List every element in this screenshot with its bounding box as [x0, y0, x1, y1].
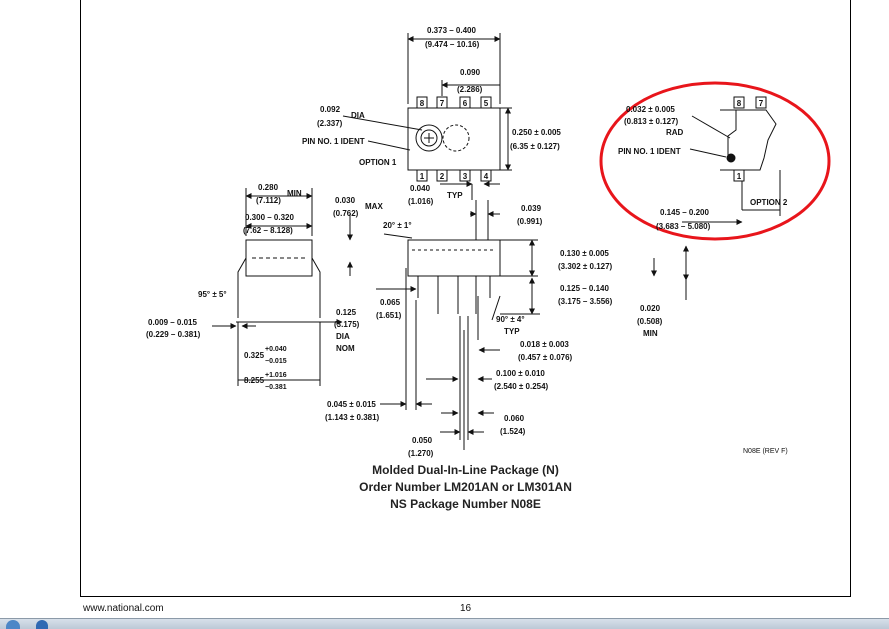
sv-lead-width-dim: 0.018 ± 0.003: [520, 340, 569, 349]
sv-lead-gap-dim-mm: (1.270): [408, 449, 434, 458]
ev-max-label: MAX: [365, 202, 383, 211]
sv-wide-lead-dim: 0.060: [504, 414, 525, 423]
ev-spread-dim-mm: 8.255: [244, 376, 265, 385]
sv-angle-small: 20° ± 1°: [383, 221, 412, 230]
ev-max-dim-mm: (0.762): [333, 209, 359, 218]
ev-nom-label: NOM: [336, 344, 355, 353]
opt2-pin-8: 8: [737, 99, 742, 108]
tv-height-dim: 0.250 ± 0.005: [512, 128, 561, 137]
sv-lead-angle: 90° ± 4°: [496, 315, 525, 324]
end-view-left-lead: [237, 257, 247, 318]
sv-pitch-dim: 0.100 ± 0.010: [496, 369, 545, 378]
sv-lead-width-dim-mm: (0.457 ± 0.076): [518, 353, 573, 362]
ev-angle: 95° ± 5°: [198, 290, 227, 299]
ev-min-dim-mm: (7.112): [256, 196, 281, 205]
end-view-right-lead: [311, 257, 321, 318]
ev-spread-minus: −0.015: [265, 358, 287, 365]
sv-end-lead-dim: 0.045 ± 0.015: [327, 400, 376, 409]
sv-lead-length-dim: 0.125 – 0.140: [560, 284, 609, 293]
ev-dia-dim: 0.125: [336, 308, 357, 317]
tv-dia-dim-mm: (2.337): [317, 119, 343, 128]
ev-max-dim: 0.030: [335, 196, 356, 205]
tv-width-dim-mm: (9.474 – 10.16): [425, 40, 480, 49]
tv-dia-dim: 0.092: [320, 105, 341, 114]
sv-shoulder-dim-mm: (1.651): [376, 311, 402, 320]
tv-pitch-dim-mm: (2.286): [457, 85, 483, 94]
sv-wide-lead-dim-mm: (1.524): [500, 427, 526, 436]
caption-line-3: NS Package Number N08E: [390, 497, 541, 511]
opt2-option-label: OPTION 2: [750, 198, 788, 207]
caption-line-2: Order Number LM201AN or LM301AN: [359, 480, 572, 494]
tv-pin1-label: PIN NO. 1 IDENT: [302, 137, 365, 146]
package-drawing: 8 7 6 5 1 2 3 4 8 7 1 0.373 – 0.400 (9.4…: [146, 26, 831, 458]
option-circle-dashed: [442, 124, 470, 152]
top-pin-8: 8: [420, 99, 425, 108]
opt2-rad-dim: 0.032 ± 0.005: [626, 105, 675, 114]
sv-pitch-dim-mm: (2.540 ± 0.254): [494, 382, 549, 391]
sv-seat-dim: 0.020: [640, 304, 661, 313]
bottom-pin-3: 3: [463, 172, 468, 181]
opt2-rad-dim-mm: (0.813 ± 0.127): [624, 117, 679, 126]
ev-dia-label: DIA: [336, 332, 350, 341]
sv-tab-dim: 0.039: [521, 204, 542, 213]
ev-min-label: MIN: [287, 189, 302, 198]
caption-line-1: Molded Dual-In-Line Package (N): [372, 463, 559, 477]
sv-seat-dim-mm: (0.508): [637, 317, 663, 326]
top-view-pins: 8 7 6 5 1 2 3 4: [416, 96, 492, 182]
tv-dia-label: DIA: [351, 111, 365, 120]
opt2-pin-1: 1: [737, 172, 742, 181]
ev-spread-plus-mm: +1.016: [265, 372, 287, 379]
opt2-pin1-label: PIN NO. 1 IDENT: [618, 147, 681, 156]
taskbar: [0, 618, 889, 629]
option2-highlight-ellipse: [599, 81, 831, 241]
browser-icon[interactable]: [36, 620, 48, 629]
opt2-length-dim: 0.145 – 0.200: [660, 208, 709, 217]
side-view-body: [407, 239, 501, 277]
sv-pitch-typ-dim-mm: (1.016): [408, 197, 434, 206]
pin1-circle: [415, 124, 443, 152]
ev-width-dim: 0.300 – 0.320: [245, 213, 294, 222]
bottom-pin-1: 1: [420, 172, 425, 181]
sv-end-lead-dim-mm: (1.143 ± 0.381): [325, 413, 380, 422]
ev-spread-dim: 0.325: [244, 351, 265, 360]
option2-body: [720, 109, 777, 171]
opt2-length-dim-mm: (3.683 – 5.080): [656, 222, 711, 231]
opt2-rad-label: RAD: [666, 128, 684, 137]
page-number: 16: [460, 603, 472, 614]
sv-typ-label: TYP: [447, 191, 463, 200]
tv-option1-label: OPTION 1: [359, 158, 397, 167]
sv-body-height-dim: 0.130 ± 0.005: [560, 249, 609, 258]
sv-lead-angle-label: TYP: [504, 327, 520, 336]
ev-width-dim-mm: (7.62 – 8.128): [243, 226, 293, 235]
sv-pitch-typ-dim: 0.040: [410, 184, 431, 193]
sv-body-height-dim-mm: (3.302 ± 0.127): [558, 262, 613, 271]
top-pin-5: 5: [484, 99, 489, 108]
ev-min-dim: 0.280: [258, 183, 279, 192]
sv-shoulder-dim: 0.065: [380, 298, 401, 307]
bottom-pin-2: 2: [440, 172, 445, 181]
ev-spread-minus-mm: −0.381: [265, 384, 287, 391]
ev-spread-plus: +0.040: [265, 346, 287, 353]
top-view-body: [407, 107, 501, 171]
opt2-pin-7: 7: [759, 99, 764, 108]
footer-site: www.national.com: [83, 603, 164, 614]
top-pin-7: 7: [440, 99, 445, 108]
option2-pins: 8 7 1: [733, 96, 767, 182]
ev-lead-dim: 0.009 – 0.015: [148, 318, 197, 327]
tv-width-dim: 0.373 – 0.400: [427, 26, 476, 35]
drawing-code: N08E (REV F): [743, 448, 788, 455]
bottom-pin-4: 4: [484, 172, 489, 181]
sv-lead-length-dim-mm: (3.175 – 3.556): [558, 297, 613, 306]
sv-tab-dim-mm: (0.991): [517, 217, 543, 226]
top-pin-6: 6: [463, 99, 468, 108]
sv-lead-gap-dim: 0.050: [412, 436, 433, 445]
sv-seat-label: MIN: [643, 329, 658, 338]
tv-height-dim-mm: (6.35 ± 0.127): [510, 142, 560, 151]
ev-lead-dim-mm: (0.229 – 0.381): [146, 330, 201, 339]
tv-pitch-dim: 0.090: [460, 68, 481, 77]
ev-dia-dim-mm: (3.175): [334, 320, 360, 329]
start-orb-icon[interactable]: [6, 620, 20, 629]
